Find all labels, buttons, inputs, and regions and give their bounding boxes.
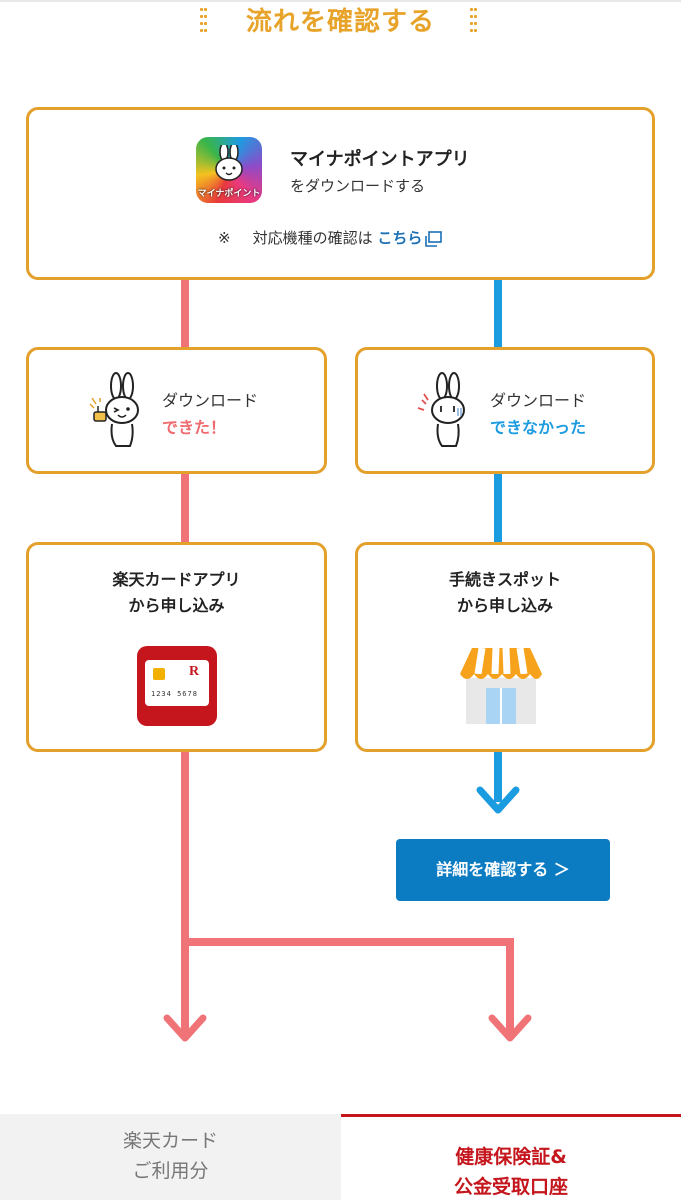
title-decoration-left: [200, 8, 208, 34]
title-decoration-right: [470, 8, 478, 34]
card-logo: R: [189, 664, 200, 679]
card-app-title-2: から申し込み: [128, 596, 225, 615]
success-line-3: [181, 750, 189, 1038]
app-title: マイナポイントアプリ: [290, 149, 470, 170]
success-line-1: [181, 278, 189, 350]
rabbit-happy-icon: [89, 372, 139, 447]
rabbit-worried-icon: [417, 372, 465, 447]
app-subtitle: をダウンロードする: [290, 177, 426, 195]
app-icon-label: マイナポイント: [197, 189, 261, 199]
success-line-4: [506, 938, 514, 1038]
bottom-tabs: 楽天カード ご利用分 健康保険証& 公金受取口座: [0, 1114, 681, 1200]
compatibility-link-label[interactable]: こちら: [377, 229, 423, 247]
tab-rakuten-card-line2[interactable]: ご利用分: [132, 1160, 209, 1182]
compatibility-note: ※ 対応機種の確認は こちら: [218, 227, 443, 248]
tab-insurance-account[interactable]: 健康保険証& 公金受取口座: [341, 1114, 681, 1200]
mynapoint-app-icon: マイナポイント: [196, 137, 262, 203]
credit-card-icon: R 1234 5678: [137, 646, 217, 726]
spot-box: [355, 542, 655, 752]
spot-title-2: から申し込み: [456, 596, 553, 615]
failure-status: できなかった: [490, 418, 587, 437]
external-link-icon[interactable]: [425, 230, 443, 247]
tab-insurance-account-line1[interactable]: 健康保険証&: [455, 1146, 567, 1168]
failure-label: ダウンロード: [490, 391, 587, 410]
failure-line-3: [494, 750, 502, 802]
tab-rakuten-card-line1[interactable]: 楽天カード: [122, 1130, 218, 1152]
failure-line-2: [494, 472, 502, 544]
download-success-box: [26, 347, 327, 474]
success-line-horizontal: [181, 938, 514, 946]
download-failure-box: [355, 347, 655, 474]
arrow-down-icon: [488, 1014, 532, 1042]
app-download-box: [26, 107, 655, 280]
success-status: できた！: [162, 418, 227, 437]
section-title: 流れを確認する: [245, 7, 435, 37]
view-details-button[interactable]: 詳細を確認する ＞: [396, 839, 610, 901]
tab-rakuten-card[interactable]: 楽天カード ご利用分: [0, 1114, 341, 1200]
card-chip-icon: [153, 668, 165, 680]
note-text: 対応機種の確認は: [252, 229, 373, 247]
tab-insurance-account-line2[interactable]: 公金受取口座: [453, 1176, 568, 1198]
top-divider: [0, 0, 681, 2]
note-mark: ※: [218, 229, 231, 247]
success-label: ダウンロード: [162, 391, 259, 410]
compatibility-link[interactable]: こちら: [377, 229, 443, 247]
card-app-title-1: 楽天カードアプリ: [112, 570, 241, 589]
shop-icon: [460, 647, 542, 724]
success-line-2: [181, 472, 189, 544]
failure-line-1: [494, 278, 502, 350]
spot-title-1: 手続きスポット: [448, 570, 561, 589]
card-number: 1234 5678: [151, 690, 198, 698]
arrow-down-icon: [163, 1014, 207, 1042]
arrow-down-icon: [476, 786, 520, 814]
